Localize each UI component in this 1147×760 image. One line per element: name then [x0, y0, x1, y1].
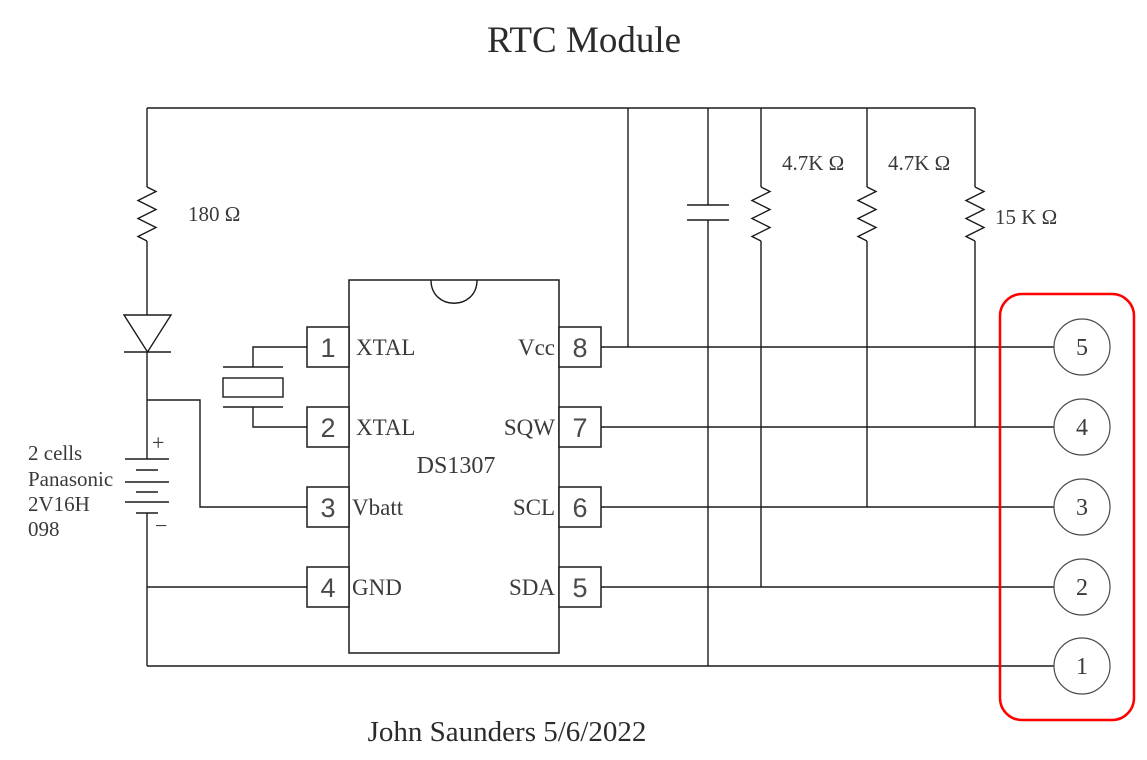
crystal-body [222, 377, 284, 398]
pin4-label: GND [352, 575, 402, 600]
connector-pin3-number: 3 [1076, 495, 1088, 521]
pin6-number: 6 [572, 493, 587, 523]
pin1-label: XTAL [356, 335, 415, 360]
header-connector: 5 4 3 2 1 [998, 292, 1136, 722]
connector-pin3-circle [1053, 478, 1111, 536]
battery-label-line1: 2 cells [28, 441, 82, 465]
ic-part-number: DS1307 [417, 453, 496, 479]
connector-pin2-number: 2 [1076, 575, 1088, 601]
battery-label-line4: 098 [28, 517, 60, 541]
pin2-label: XTAL [356, 415, 415, 440]
pin7-label: SQW [504, 415, 555, 440]
resistor-4k7-a-label: 4.7K Ω [782, 151, 844, 175]
battery-symbol: + − [125, 430, 169, 538]
connector-pin4-number: 4 [1076, 415, 1088, 441]
pin7-box [558, 406, 602, 448]
battery-minus-sign: − [155, 513, 167, 538]
resistor-15k-symbol [964, 186, 986, 242]
ic-ds1307: 1 2 3 4 8 7 6 5 XTAL XTAL Vbatt GND Vcc … [306, 279, 602, 654]
connector-outline [998, 292, 1136, 722]
crystal-symbol [222, 366, 284, 408]
pin1-number: 1 [320, 333, 335, 363]
capacitor-symbol [687, 204, 729, 221]
pin8-number: 8 [572, 333, 587, 363]
pin6-label: SCL [513, 495, 555, 520]
pin3-box [306, 486, 350, 528]
pin1-box [306, 326, 350, 368]
connector-pin5-circle [1053, 318, 1111, 376]
pin7-number: 7 [572, 413, 587, 443]
resistor-4k7-b-symbol [856, 186, 878, 242]
resistor-180-label: 180 Ω [188, 202, 240, 226]
resistor-4k7-b-label: 4.7K Ω [888, 151, 950, 175]
pin8-box [558, 326, 602, 368]
xtal2-wire [252, 407, 307, 428]
pin5-label: SDA [509, 575, 555, 600]
battery-plus-sign: + [152, 430, 164, 455]
value-labels: 180 Ω 4.7K Ω 4.7K Ω 15 K Ω 2 cells Panas… [28, 151, 1057, 541]
wires [146, 107, 1054, 667]
pin3-number: 3 [320, 493, 335, 523]
resistor-4k7-a-symbol [750, 186, 772, 242]
vbatt-branch-wire [147, 399, 307, 508]
author-signature: John Saunders 5/6/2022 [368, 716, 647, 748]
pin5-box [558, 566, 602, 608]
pin2-box [306, 406, 350, 448]
resistor-180-symbol [136, 186, 158, 242]
diode-triangle [122, 314, 173, 354]
connector-pin5-number: 5 [1076, 335, 1088, 361]
battery-label: 2 cells Panasonic 2V16H 098 [28, 441, 113, 541]
battery-label-line2: Panasonic [28, 467, 113, 491]
connector-pin2-circle [1053, 558, 1111, 616]
ic-body [348, 279, 560, 654]
battery-label-line3: 2V16H [28, 492, 90, 516]
page-title: RTC Module [487, 20, 681, 61]
ic-notch [430, 279, 478, 304]
pin6-box [558, 486, 602, 528]
connector-pin1-number: 1 [1076, 654, 1088, 680]
pin5-number: 5 [572, 573, 587, 603]
diode-symbol [122, 314, 173, 354]
pin3-label: Vbatt [352, 495, 404, 520]
connector-pin1-circle [1053, 637, 1111, 695]
xtal1-wire [252, 346, 307, 367]
resistor-15k-label: 15 K Ω [995, 205, 1057, 229]
connector-pin4-circle [1053, 398, 1111, 456]
component-symbols: + − [122, 186, 986, 538]
pin4-box [306, 566, 350, 608]
pin2-number: 2 [320, 413, 335, 443]
pin8-label: Vcc [518, 335, 555, 360]
pin4-number: 4 [320, 573, 335, 603]
